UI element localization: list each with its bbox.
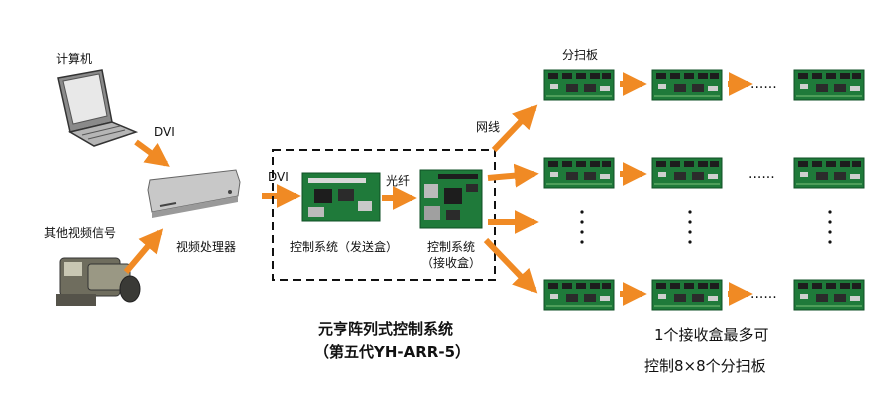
rack-unit-icon	[147, 169, 241, 218]
scan-board-label: 分扫板	[562, 48, 599, 62]
control-system-frame	[272, 149, 496, 281]
dvi-top-label: DVI	[154, 125, 175, 139]
arrow-receiver-to-row2	[487, 163, 539, 188]
scan-row-2: ......	[543, 157, 865, 189]
svg-text:......: ......	[750, 286, 777, 302]
arrow-computer-to-processor	[134, 139, 170, 167]
network-cable-label: 网线	[476, 120, 501, 134]
computer-label: 计算机	[56, 52, 93, 66]
system-subtitle: （第五代YH-ARR-5）	[314, 343, 471, 361]
vertical-ellipsis	[580, 210, 832, 244]
scan-row-1: ......	[543, 69, 865, 101]
other-video-label: 其他视频信号	[44, 226, 117, 240]
receiver-box-label-1: 控制系统	[426, 240, 475, 254]
video-processor-label: 视频处理器	[176, 240, 237, 254]
capacity-note-line1: 1个接收盒最多可	[654, 326, 769, 344]
receiver-board	[419, 169, 483, 229]
arrow-receiver-to-row1	[491, 104, 538, 153]
capacity-note-line2: 控制8×8个分扫板	[644, 357, 766, 375]
fiber-label: 光纤	[386, 174, 411, 188]
svg-text:......: ......	[750, 76, 777, 92]
laptop-icon	[57, 69, 139, 147]
sender-box-label: 控制系统（发送盒）	[290, 240, 399, 254]
scan-row-4: ......	[543, 279, 865, 311]
system-title: 元亨阵列式控制系统	[318, 320, 454, 338]
svg-text:......: ......	[748, 166, 775, 182]
receiver-box-label-2: （接收盒）	[420, 256, 481, 270]
video-camera-icon	[56, 257, 141, 306]
arrow-receiver-to-row4	[483, 237, 538, 294]
dvi-in-label: DVI	[268, 170, 289, 184]
arrow-camera-to-processor	[123, 228, 164, 274]
sender-board	[301, 172, 381, 222]
